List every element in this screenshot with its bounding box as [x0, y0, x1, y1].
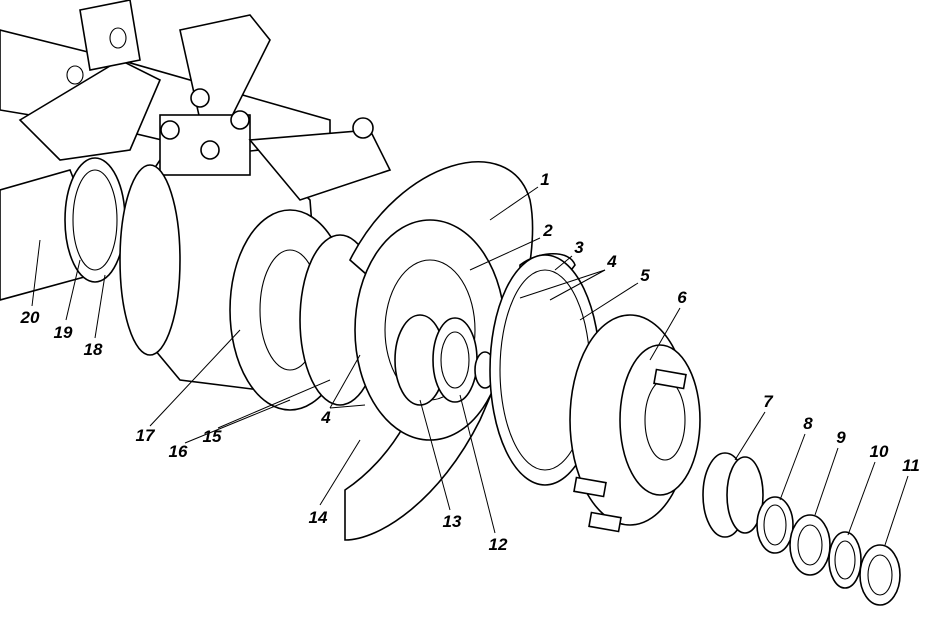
bearing-inner — [432, 317, 478, 403]
lock-nut — [859, 544, 901, 606]
part-label-9: 9 — [836, 428, 846, 447]
part-label-14: 14 — [308, 508, 328, 527]
lock-washer — [828, 531, 862, 589]
part-label-3: 3 — [574, 238, 584, 257]
part-label-18: 18 — [83, 340, 103, 359]
part-label-11: 11 — [902, 456, 920, 475]
part-label-1: 1 — [540, 170, 550, 189]
part-label-20: 20 — [20, 308, 40, 327]
part-label-17: 17 — [135, 426, 155, 445]
part-label-5: 5 — [640, 266, 650, 285]
part-label-4-lower: 4 — [321, 408, 331, 427]
part-label-8: 8 — [803, 414, 813, 433]
part-label-10: 10 — [869, 442, 889, 461]
part-label-16: 16 — [168, 442, 188, 461]
part-label-19: 19 — [53, 323, 73, 342]
part-label-2: 2 — [543, 221, 553, 240]
part-label-6: 6 — [677, 288, 687, 307]
part-label-15: 15 — [202, 427, 222, 446]
part-label-7: 7 — [763, 392, 773, 411]
leader-lines — [31, 186, 909, 546]
hub-nut — [789, 514, 831, 576]
thrust-washer — [756, 496, 794, 554]
part-label-12: 12 — [488, 535, 508, 554]
part-label-13: 13 — [442, 512, 462, 531]
part-label-4: 4 — [607, 252, 617, 271]
